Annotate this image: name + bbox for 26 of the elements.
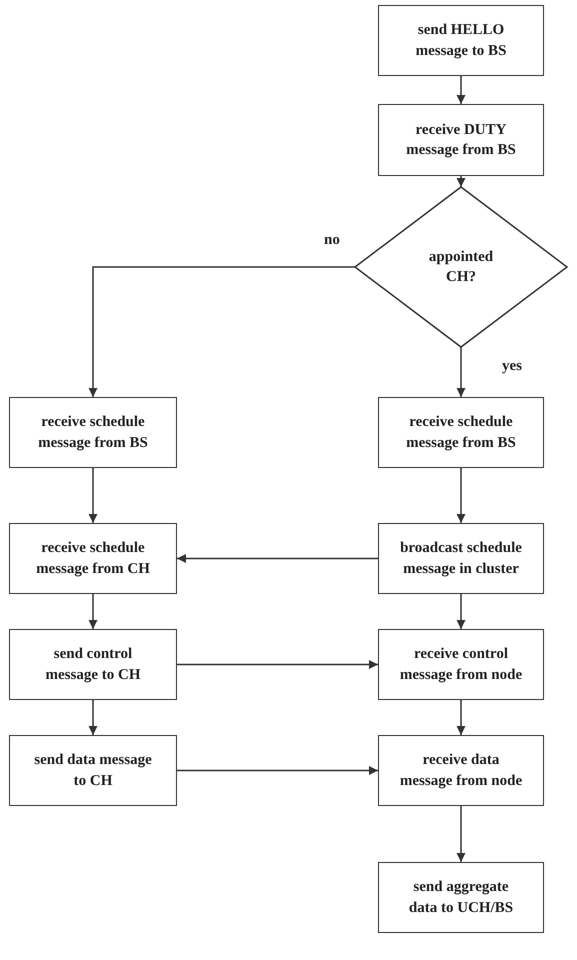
arrow (456, 76, 466, 104)
process-box: send data message to CH (9, 735, 177, 806)
arrow (456, 806, 466, 862)
process-box: receive DUTY message from BS (378, 104, 544, 176)
process-box: send aggregate data to UCH/BS (378, 862, 544, 933)
arrow (456, 700, 466, 735)
process-box: receive schedule message from BS (378, 397, 544, 468)
process-box: receive data message from node (378, 735, 544, 806)
arrow (88, 594, 98, 629)
arrow (456, 176, 466, 187)
arrow (88, 266, 355, 397)
arrow (456, 347, 466, 397)
arrow (177, 660, 378, 669)
process-box: receive schedule message from CH (9, 523, 177, 594)
arrow (456, 468, 466, 523)
arrow (456, 594, 466, 629)
arrow (88, 468, 98, 523)
process-box: send HELLO message to BS (378, 5, 544, 76)
arrow (177, 554, 378, 563)
process-box: send control message to CH (9, 629, 177, 700)
process-box: receive schedule message from BS (9, 397, 177, 468)
process-box: receive control message from node (378, 629, 544, 700)
arrow (88, 700, 98, 735)
decision-diamond: appointed CH? (355, 187, 567, 347)
process-box: broadcast schedule message in cluster (378, 523, 544, 594)
arrow (177, 766, 378, 775)
